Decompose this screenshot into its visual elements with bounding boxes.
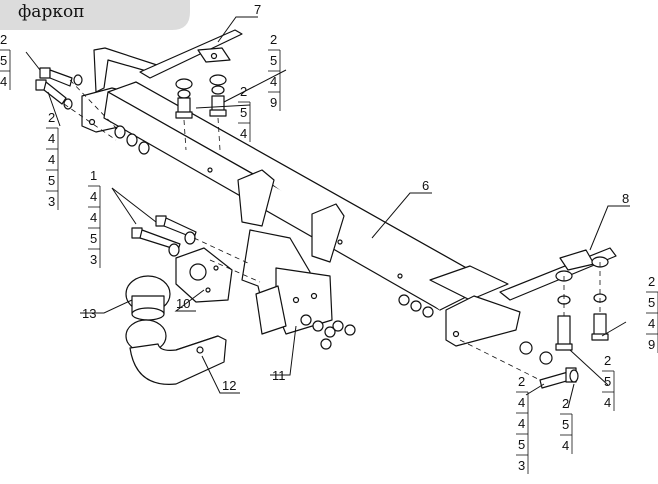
stack-number: 5	[48, 173, 55, 188]
plate-nuts	[300, 314, 356, 350]
left-top-fasteners	[35, 67, 150, 155]
callout-7: 7	[254, 2, 261, 17]
stack-number: 2	[0, 32, 7, 47]
stack-left-mid: 1 4 4 5 3	[88, 168, 101, 268]
stack-bottom-b: 2 5 4	[560, 396, 573, 454]
assembly-lines	[63, 79, 601, 381]
stack-number: 4	[562, 438, 569, 453]
stack-number: 2	[270, 32, 277, 47]
callout-6: 6	[422, 178, 429, 193]
stack-left-top: 2 5 4	[0, 32, 11, 90]
stack-number: 4	[240, 126, 247, 141]
stack-number: 4	[604, 395, 611, 410]
stack-number: 4	[48, 131, 55, 146]
stack-number: 1	[90, 168, 97, 183]
stack-number: 9	[648, 337, 655, 352]
stack-left-bolt: 2 4 4 5 3	[46, 110, 59, 210]
bar-clamp-left	[237, 169, 275, 227]
tow-ball	[125, 275, 171, 321]
stack-right-mid: 2 5 4	[602, 353, 615, 411]
socket-plate	[175, 247, 233, 303]
stack-number: 2	[648, 274, 655, 289]
stack-number: 4	[518, 416, 525, 431]
stack-number: 5	[240, 105, 247, 120]
stack-top-a: 2 5 4 9	[268, 32, 281, 111]
stack-number: 3	[90, 252, 97, 267]
stack-number: 2	[48, 110, 55, 125]
header-tab-label: фаркоп	[18, 2, 85, 22]
stack-number: 3	[48, 194, 55, 209]
stack-number: 5	[90, 231, 97, 246]
top-vertical-fasteners	[175, 74, 227, 119]
ball-mount-plates	[241, 229, 333, 335]
stack-number: 9	[270, 95, 277, 110]
callout-11: 11	[272, 368, 286, 383]
stack-number: 5	[562, 417, 569, 432]
right-bar-nuts	[398, 294, 434, 318]
callout-12: 12	[222, 378, 236, 393]
ball-neck	[125, 319, 227, 385]
stack-number: 4	[0, 74, 7, 89]
stack-number: 5	[604, 374, 611, 389]
stack-number: 4	[48, 152, 55, 167]
stack-number: 4	[518, 395, 525, 410]
stack-number: 2	[562, 396, 569, 411]
header-tab	[0, 0, 190, 30]
callout-13: 13	[82, 306, 96, 321]
stack-number: 5	[648, 295, 655, 310]
stack-number: 5	[0, 53, 7, 68]
stack-number: 4	[90, 210, 97, 225]
stack-number: 3	[518, 458, 525, 473]
stack-number: 2	[604, 353, 611, 368]
callout-8: 8	[622, 191, 629, 206]
bar-clamp-right	[311, 203, 345, 263]
stack-number: 5	[518, 437, 525, 452]
stack-number: 2	[240, 84, 247, 99]
stack-number: 4	[90, 189, 97, 204]
callout-10: 10	[176, 296, 190, 311]
stack-number: 2	[518, 374, 525, 389]
stack-right-top: 2 5 4 9	[646, 274, 658, 353]
left-middle-fasteners	[131, 215, 197, 257]
stack-number: 5	[270, 53, 277, 68]
stack-bottom-a: 2 4 4 5 3	[516, 374, 529, 474]
stack-number: 4	[648, 316, 655, 331]
stack-number: 4	[270, 74, 277, 89]
leader-lines	[25, 16, 630, 409]
stack-top-b: 2 5 4	[238, 84, 251, 142]
